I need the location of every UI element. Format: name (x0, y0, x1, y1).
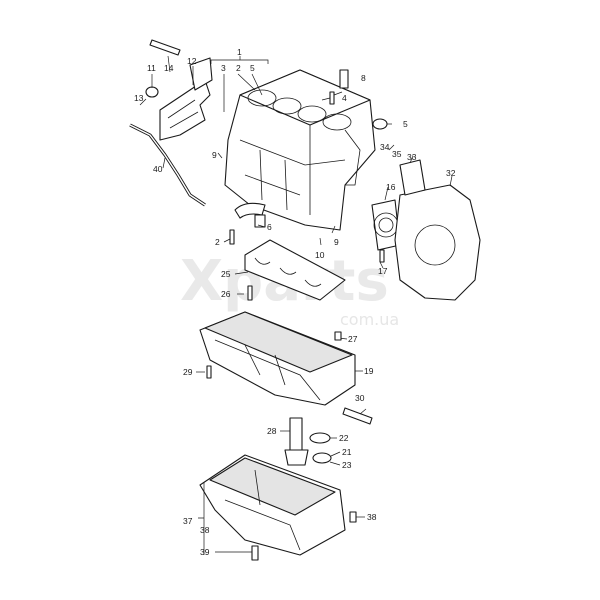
oil-pickup (284, 417, 309, 466)
seal-21 (312, 452, 332, 464)
callout-8: 8 (361, 73, 366, 83)
callout-29: 29 (183, 367, 193, 377)
callout-11: 11 (147, 63, 156, 73)
callout-32: 32 (446, 168, 456, 178)
oil-pan-upper (199, 311, 356, 406)
callout-38: 38 (200, 525, 210, 535)
cylinder-block (224, 69, 376, 231)
bolt-6 (254, 214, 266, 228)
leader-lines (139, 55, 453, 555)
callout-40: 40 (153, 164, 163, 174)
callout-27: 27 (348, 334, 358, 344)
sensor-30 (342, 407, 373, 425)
callout-22: 22 (339, 433, 349, 443)
callout-3: 3 (221, 63, 226, 73)
callout-14: 14 (164, 63, 174, 73)
callout-1: 1 (237, 47, 242, 57)
callout-25: 25 (221, 269, 231, 279)
callout-12: 12 (187, 56, 197, 66)
callout-23: 23 (342, 460, 352, 470)
hardware (206, 69, 388, 561)
callout-6: 6 (267, 222, 272, 232)
watermark-domain: com.ua (340, 310, 399, 329)
callout-5: 5 (250, 63, 255, 73)
callout-5b: 5 (403, 119, 408, 129)
callout-33: 33 (407, 152, 417, 162)
callout-16: 16 (386, 182, 396, 192)
callout-26: 26 (221, 289, 231, 299)
callout-9b: 9 (334, 237, 339, 247)
sender-14 (149, 39, 181, 56)
callout-28: 28 (267, 426, 277, 436)
callout-19: 19 (364, 366, 374, 376)
callout-10: 10 (315, 250, 325, 260)
seal-22 (309, 432, 331, 444)
callout-37: 37 (183, 516, 193, 526)
bearing-bridge (244, 239, 346, 301)
callout-35: 35 (392, 149, 402, 159)
gasket-plate (394, 184, 481, 301)
callout-30: 30 (355, 393, 365, 403)
callout-17: 17 (378, 266, 388, 276)
bracket-left (159, 57, 213, 141)
callout-4: 4 (342, 93, 347, 103)
callout-34: 34 (380, 142, 390, 152)
oil-pan-lower (199, 454, 346, 556)
callout-21: 21 (342, 447, 352, 457)
cover-33 (399, 159, 426, 196)
seal-ring (145, 86, 159, 98)
callout-2: 2 (236, 63, 241, 73)
callout-9: 9 (212, 150, 217, 160)
callout-2b: 2 (215, 237, 220, 247)
callout-13: 13 (134, 93, 144, 103)
callout-39: 39 (200, 547, 210, 557)
callout-labels: 1 3 2 5 8 4 5 11 14 12 13 40 9 2 6 9 10 … (134, 47, 456, 557)
callout-38b: 38 (367, 512, 377, 522)
